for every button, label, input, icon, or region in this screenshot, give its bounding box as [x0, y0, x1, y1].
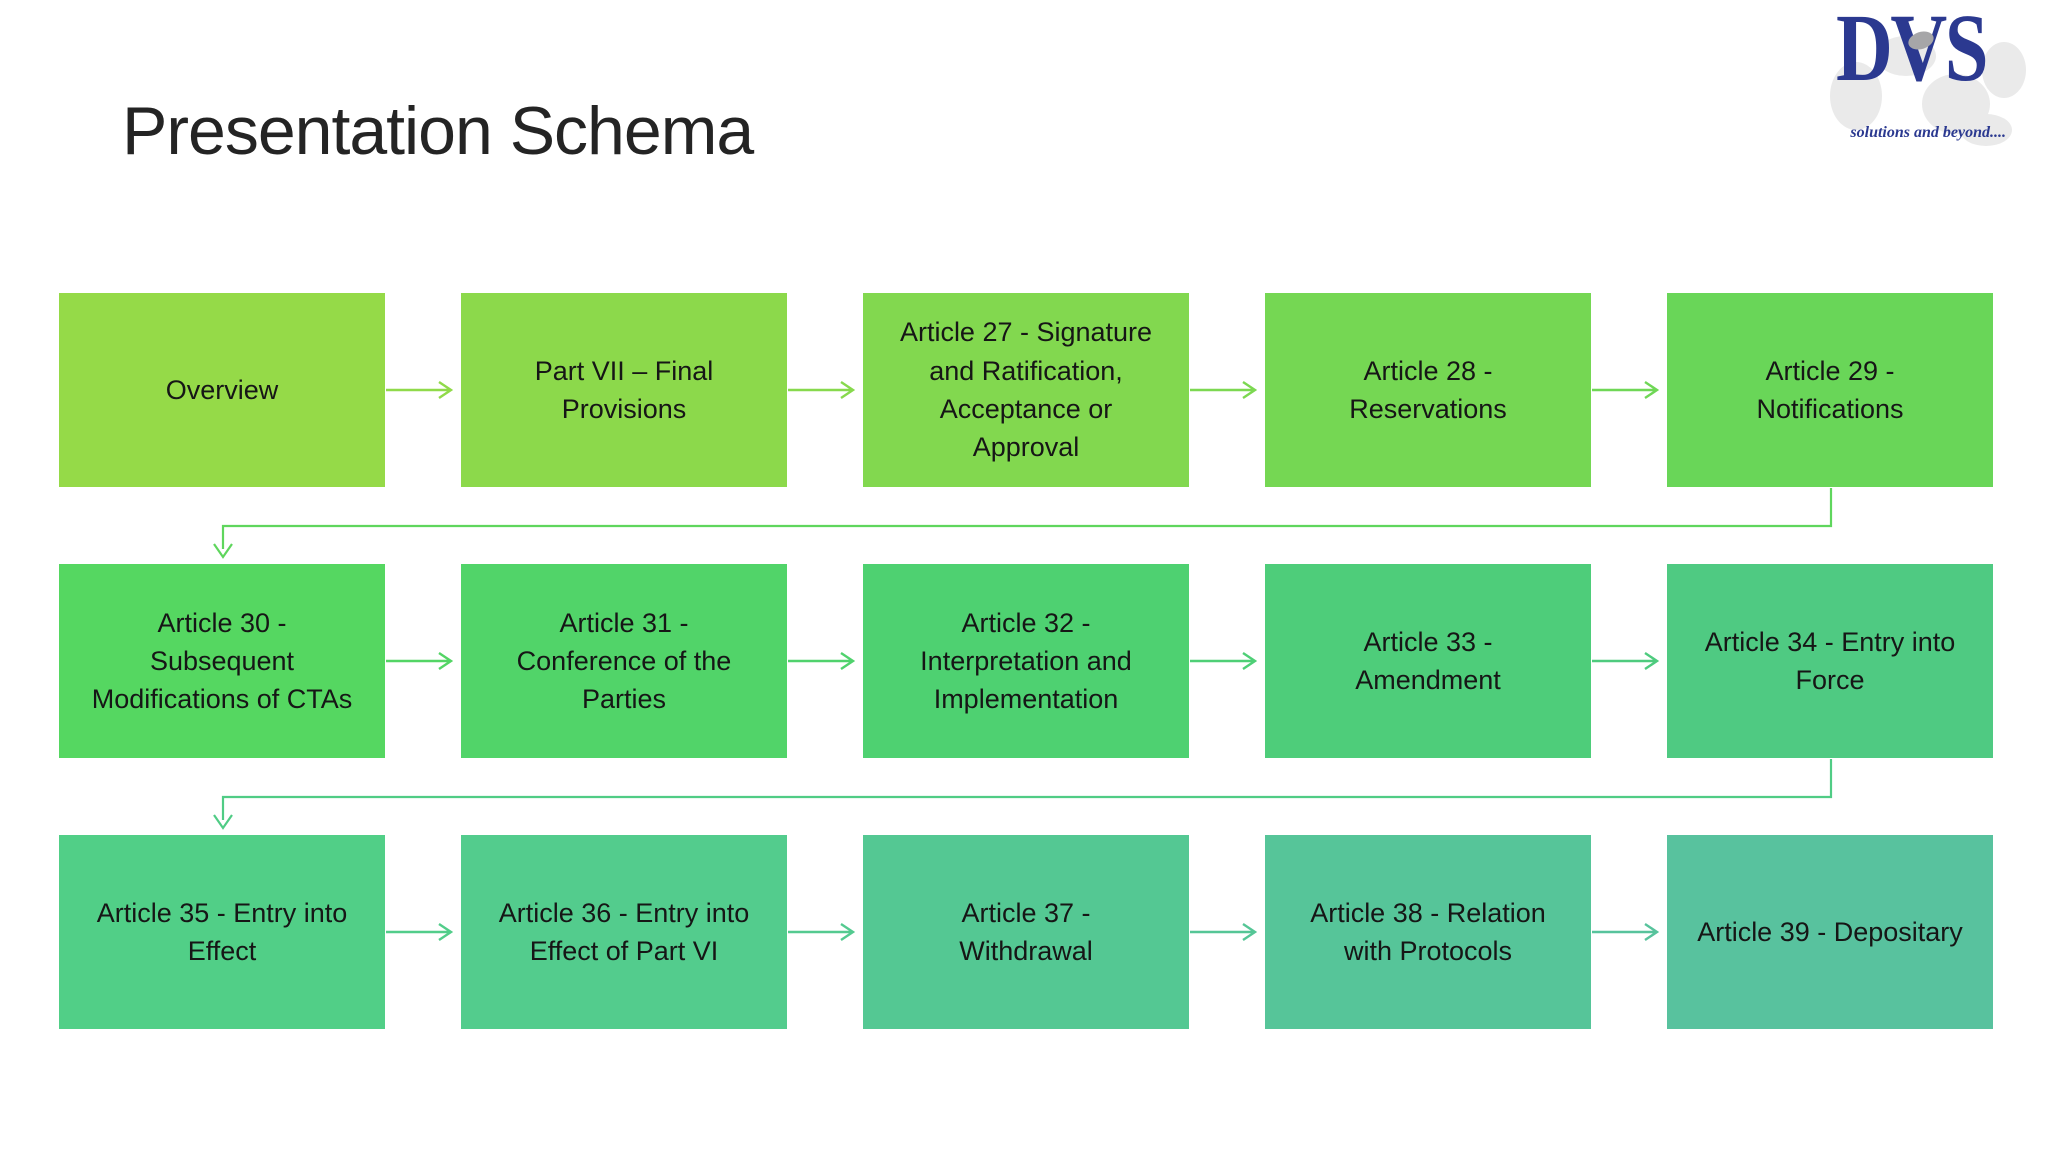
arrow-right-icon	[788, 923, 856, 941]
flow-box-article-27: Article 27 - Signature and Ratification,…	[863, 293, 1189, 487]
flow-diagram: Overview Part VII – Final Provisions Art…	[59, 293, 1993, 1029]
flow-box-article-39: Article 39 - Depositary	[1667, 835, 1993, 1029]
arrow-right-icon	[386, 652, 454, 670]
arrow-right-icon	[1592, 381, 1660, 399]
flow-box-article-37: Article 37 - Withdrawal	[863, 835, 1189, 1029]
flow-box-article-28: Article 28 - Reservations	[1265, 293, 1591, 487]
flow-box-overview: Overview	[59, 293, 385, 487]
logo-tagline: solutions and beyond....	[1850, 124, 2006, 141]
dvs-logo: DVS solutions and beyond....	[1828, 0, 2028, 158]
page-title: Presentation Schema	[122, 93, 754, 169]
flow-box-article-33: Article 33 - Amendment	[1265, 564, 1591, 758]
flow-box-article-34: Article 34 - Entry into Force	[1667, 564, 1993, 758]
flow-box-article-36: Article 36 - Entry into Effect of Part V…	[461, 835, 787, 1029]
flow-box-article-35: Article 35 - Entry into Effect	[59, 835, 385, 1029]
flow-box-article-32: Article 32 - Interpretation and Implemen…	[863, 564, 1189, 758]
arrow-right-icon	[1190, 652, 1258, 670]
flow-box-part-vii-final-provisions: Part VII – Final Provisions	[461, 293, 787, 487]
arrow-right-icon	[1190, 381, 1258, 399]
arrow-right-icon	[386, 381, 454, 399]
world-map-graphic	[1830, 36, 2026, 146]
arrow-right-icon	[1592, 923, 1660, 941]
flow-box-article-38: Article 38 - Relation with Protocols	[1265, 835, 1591, 1029]
arrow-right-icon	[1190, 923, 1258, 941]
flow-box-article-29: Article 29 - Notifications	[1667, 293, 1993, 487]
flow-box-article-31: Article 31 - Conference of the Parties	[461, 564, 787, 758]
arrow-right-icon	[1592, 652, 1660, 670]
arrow-right-icon	[788, 381, 856, 399]
arrow-right-icon	[386, 923, 454, 941]
arrow-right-icon	[788, 652, 856, 670]
flow-box-article-30: Article 30 - Subsequent Modifications of…	[59, 564, 385, 758]
